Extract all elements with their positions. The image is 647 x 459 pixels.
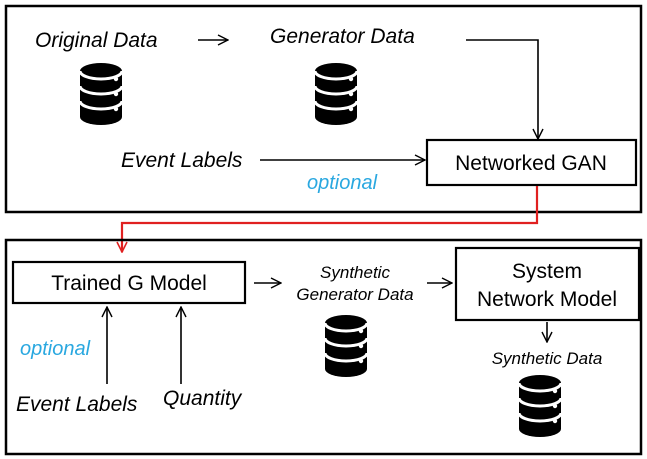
top-panel-frame [4,4,643,214]
synthetic-data-label: Synthetic Data [492,349,603,368]
networked-gan-box [425,138,638,187]
bottom-panel-frame [4,238,643,456]
trained-g-model-box [11,260,247,305]
quantity-label: Quantity [163,387,243,410]
event-labels-bottom-label: Event Labels [16,393,138,416]
optional-bottom-label: optional [20,338,91,360]
gan-to-trained-model-connector [122,186,539,252]
synthetic-generator-line2: Generator Data [296,285,413,304]
optional-top-label: optional [307,172,378,194]
original-database-icon [78,61,124,127]
original-data-label: Original Data [35,29,158,52]
generator-data-label: Generator Data [270,25,415,48]
synthetic-generator-line1: Synthetic [320,263,390,282]
networked-gan-label: Networked GAN [455,152,607,175]
system-network-model-box [454,246,641,322]
system-network-line1: System [512,260,582,283]
system-network-line2: Network Model [477,288,617,311]
event-labels-top-label: Event Labels [121,149,243,172]
trained-g-model-label: Trained G Model [51,272,207,295]
synthetic-generator-database-icon [323,313,369,379]
generator-database-icon [313,61,359,127]
synthetic-data-database-icon [517,373,563,439]
generator-to-gan-arrow [466,39,538,139]
